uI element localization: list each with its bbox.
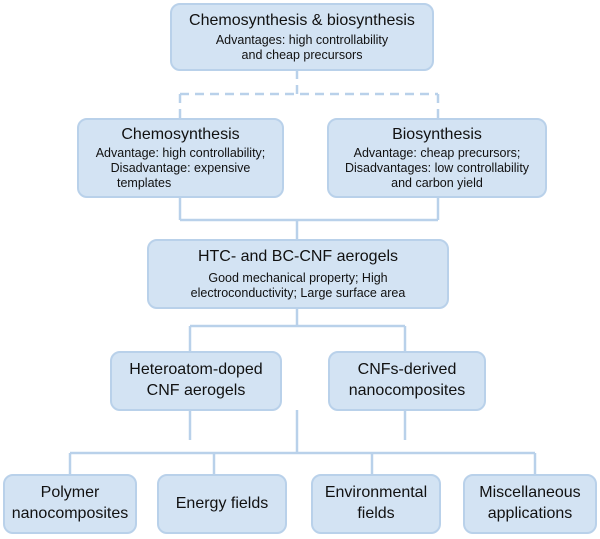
node-cnfs-derived-nanocomposites: CNFs-derived nanocomposites: [328, 351, 486, 411]
node-line: Disadvantages: low controllability: [344, 161, 530, 176]
node-title: HTC- and BC-CNF aerogels: [197, 248, 399, 266]
node-line: and carbon yield: [391, 176, 483, 191]
node-heteroatom-doped-cnf-aerogels: Heteroatom-doped CNF aerogels: [110, 351, 282, 411]
node-line: Advantage: cheap precursors;: [353, 146, 521, 161]
node-title: Chemosynthesis: [121, 125, 240, 143]
node-title: Chemosynthesis & biosynthesis: [189, 11, 415, 29]
node-line: and cheap precursors: [241, 48, 363, 63]
node-energy-fields: Energy fields: [157, 474, 287, 534]
node-line: Heteroatom-doped: [129, 361, 263, 379]
node-line: Miscellaneous: [479, 484, 581, 502]
node-line: Disadvantage: expensive: [110, 161, 251, 176]
node-chemosynthesis: Chemosynthesis Advantage: high controlla…: [77, 118, 284, 198]
node-line: Advantage: high controllability;: [95, 146, 266, 161]
node-line: templates: [117, 176, 172, 191]
node-line: Polymer: [40, 484, 100, 502]
node-line: Energy fields: [175, 494, 269, 512]
node-biosynthesis: Biosynthesis Advantage: cheap precursors…: [327, 118, 547, 198]
node-title: Biosynthesis: [392, 125, 482, 143]
node-line: Good mechanical property; High: [208, 270, 388, 285]
node-line: CNF aerogels: [146, 382, 246, 399]
node-line: Environmental: [324, 484, 428, 502]
node-polymer-nanocomposites: Polymer nanocomposites: [3, 474, 137, 534]
node-miscellaneous-applications: Miscellaneous applications: [463, 474, 597, 534]
node-htc-bc-cnf-aerogels: HTC- and BC-CNF aerogels Good mechanical…: [147, 239, 449, 309]
node-line: applications: [487, 505, 573, 522]
node-line: Advantages: high controllability: [215, 33, 389, 48]
node-line: CNFs-derived: [357, 361, 457, 379]
node-line: nanocomposites: [348, 382, 466, 399]
node-line: electroconductivity; Large surface area: [190, 285, 406, 300]
node-environmental-fields: Environmental fields: [311, 474, 441, 534]
node-chemosynthesis-biosynthesis: Chemosynthesis & biosynthesis Advantages…: [170, 3, 434, 71]
node-line: nanocomposites: [11, 505, 129, 522]
node-line: fields: [357, 505, 395, 522]
